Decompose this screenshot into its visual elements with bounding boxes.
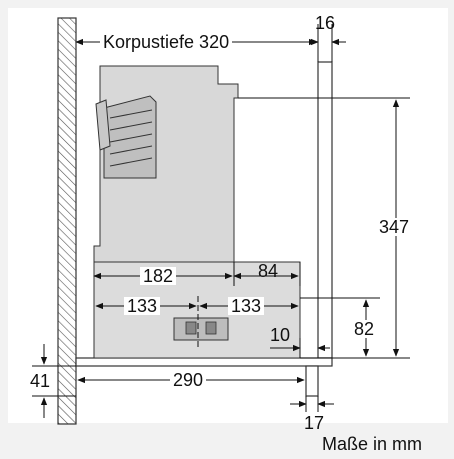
label-82: 82 — [351, 320, 378, 338]
label-133-left: 133 — [124, 297, 161, 315]
label-corpus-depth: Korpustiefe 320 — [100, 33, 233, 51]
label-17: 17 — [304, 413, 325, 433]
label-84: 84 — [258, 261, 279, 281]
control-knob-left — [185, 321, 197, 335]
front-lip — [305, 365, 319, 397]
label-290: 290 — [170, 371, 207, 389]
motor-line-2 — [109, 121, 153, 131]
label-16: 16 — [315, 13, 336, 33]
cabinet-front-panel — [317, 61, 333, 359]
label-133-right: 133 — [228, 297, 265, 315]
label-41: 41 — [30, 371, 51, 391]
motor-line-5 — [109, 157, 153, 167]
label-10: 10 — [270, 325, 291, 345]
control-knob-right — [205, 321, 217, 335]
label-182: 182 — [140, 267, 177, 285]
motor-line-3 — [109, 133, 153, 143]
wall-hatch — [57, 17, 77, 425]
motor-line-4 — [109, 145, 153, 155]
units-note: Maße in mm — [322, 434, 423, 454]
motor-line-1 — [109, 109, 153, 119]
motor-fin — [95, 99, 111, 151]
cabinet-bottom-panel — [75, 357, 333, 367]
label-347: 347 — [376, 218, 413, 236]
control-unit — [173, 317, 229, 341]
